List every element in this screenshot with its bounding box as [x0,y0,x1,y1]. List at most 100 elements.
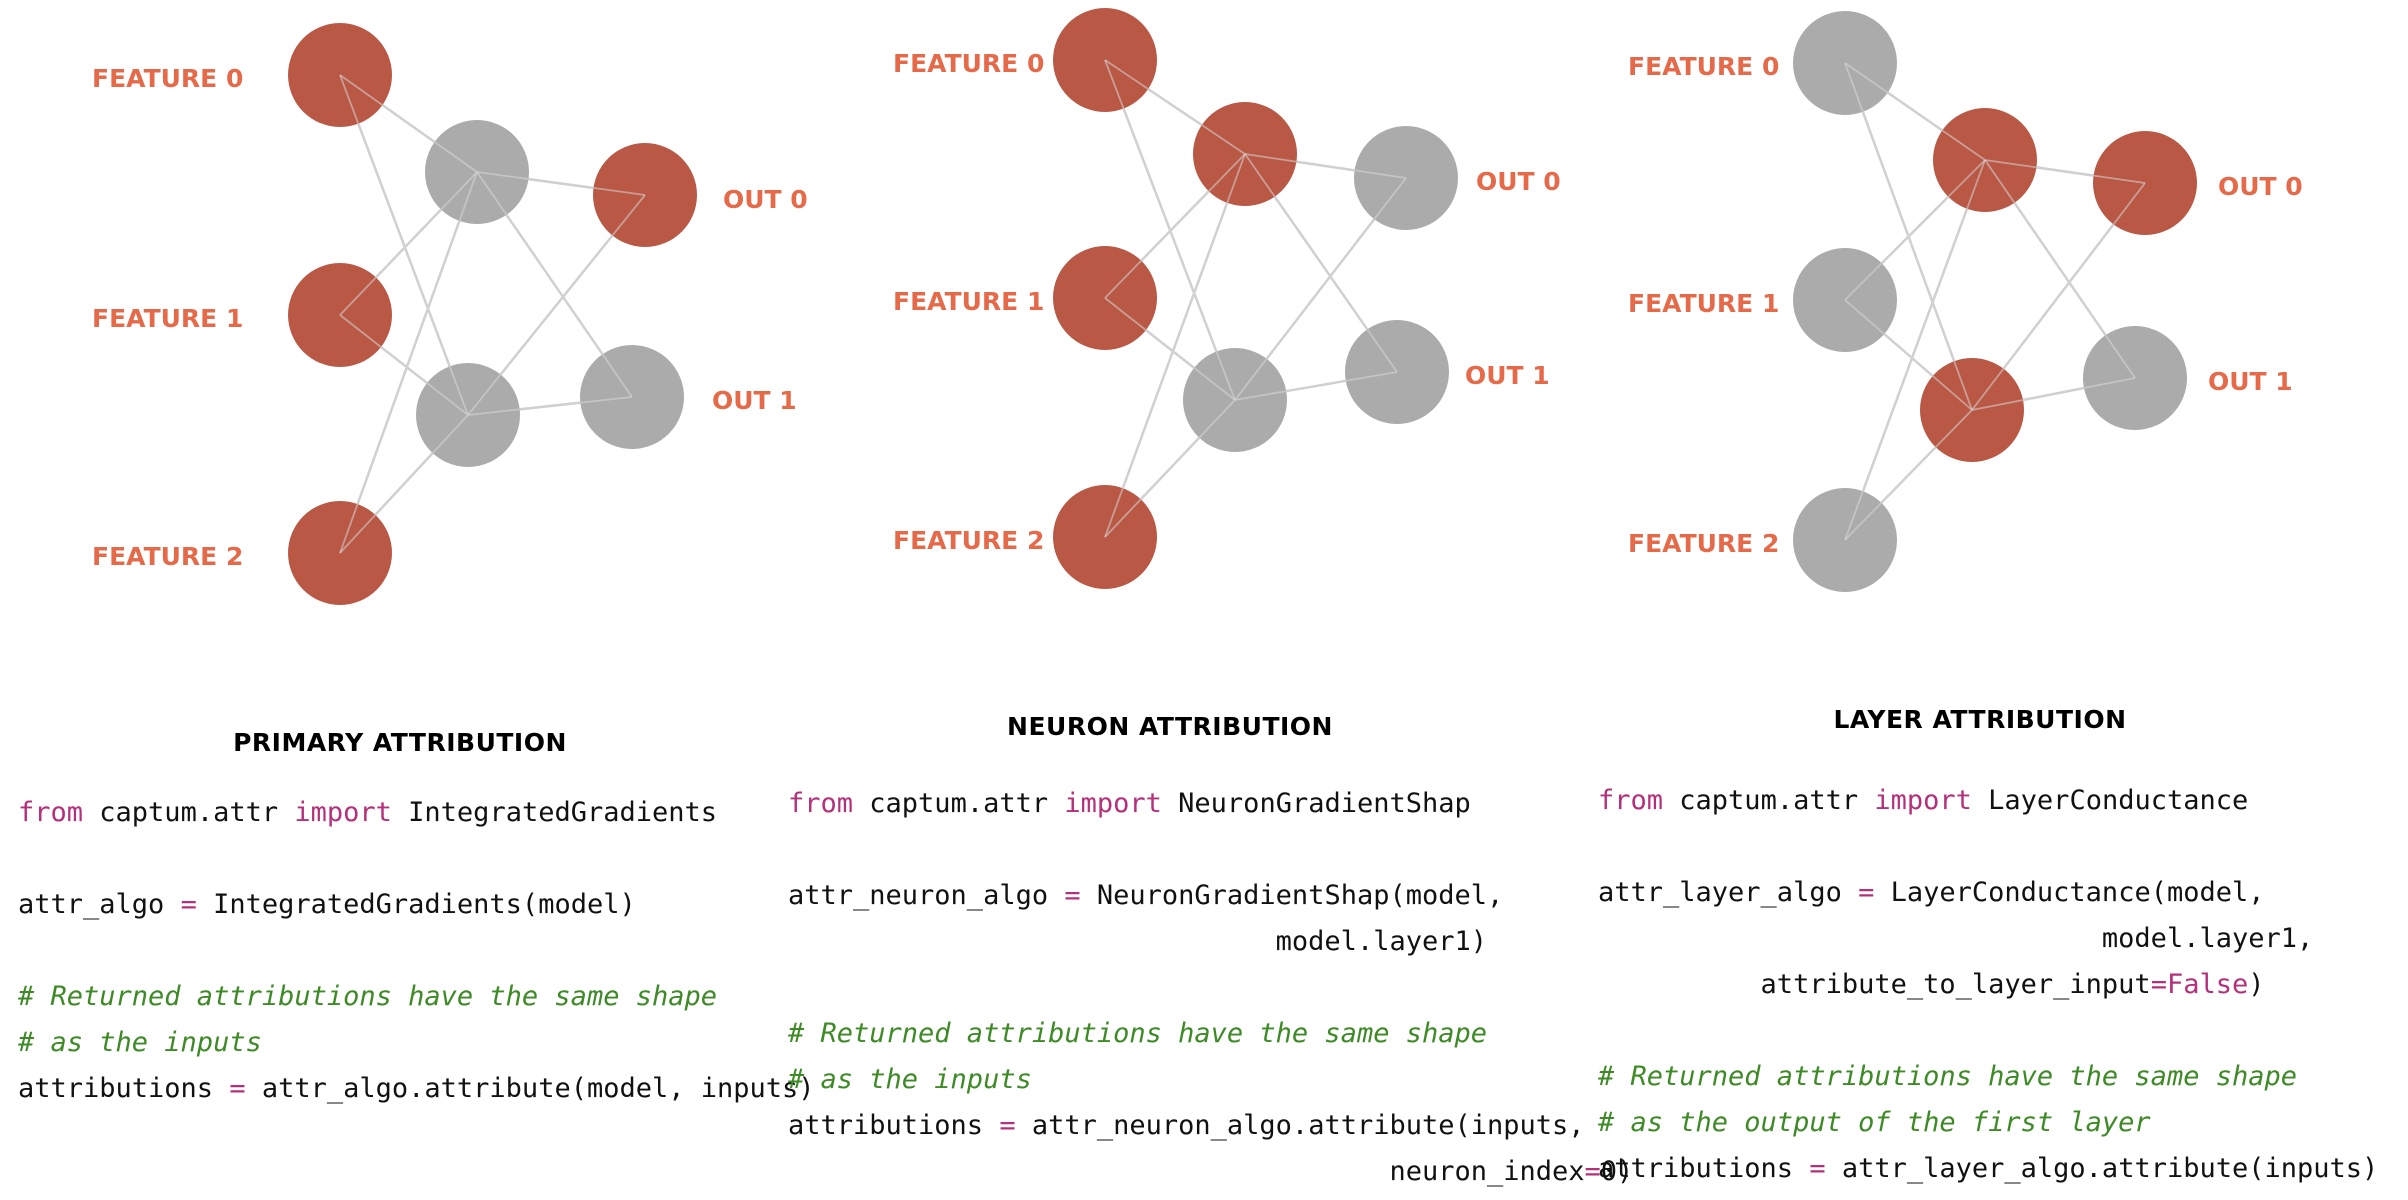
code-keyword: = [1858,877,1875,908]
network-edge-overlay [1971,182,2146,411]
code-token: captum.attr [1663,785,1875,816]
network-edge-overlay [1104,153,1246,538]
network-edge-overlay [1844,409,1973,541]
network-diagram: FEATURE 0 FEATURE 1 FEATURE 2 OUT 0 OUT 1 [893,8,1561,589]
code-comment: # as the inputs [788,1064,1032,1095]
code-token: model.layer1) [788,926,1487,957]
out-0-label: OUT 0 [1476,167,1561,196]
code-token: attr_neuron_algo [788,880,1065,911]
code-comment: # Returned attributions have the same sh… [18,981,717,1012]
primary-attribution-panel: FEATURE 0 FEATURE 1 FEATURE 2 OUT 0 OUT 1 PR… [0,0,815,1200]
code-keyword: from [1598,785,1664,816]
code-token: attr_algo [18,889,181,920]
out-1-label: OUT 1 [712,386,797,415]
feature-1-label: FEATURE 1 [92,304,243,333]
code-snippet: from captum.attr import LayerConductance… [1598,778,2378,1192]
network-edge-overlay [339,414,469,554]
code-keyword: = [1064,880,1081,911]
network-edge-overlay [476,171,646,196]
network-edge-overlay [1244,153,1407,179]
code-keyword: = [2150,969,2167,1000]
network-edge-overlay [1234,371,1398,401]
code-keyword: = [1584,1156,1601,1187]
network-edge-overlay [339,74,469,416]
network-edge-overlay [1844,159,1986,541]
code-token: captum.attr [83,797,295,828]
network-edge-overlay [467,194,646,416]
feature-0-label: FEATURE 0 [893,49,1044,78]
panel-title: LAYER ATTRIBUTION [1833,705,2127,734]
code-keyword: import [294,797,392,828]
code-token: NeuronGradientShap [1161,788,1471,819]
network-edge-overlay [1984,159,2146,184]
code-token: captum.attr [853,788,1065,819]
network-edge-overlay [1244,153,1398,373]
feature-1-label: FEATURE 1 [893,287,1044,316]
network-edge-overlay [1104,153,1246,299]
code-keyword: False [2166,969,2249,1000]
code-comment: # Returned attributions have the same sh… [1598,1061,2297,1092]
feature-2-label: FEATURE 2 [92,542,243,571]
code-snippet: from captum.attr import NeuronGradientSh… [788,781,1633,1195]
network-edge-overlay [467,396,633,416]
feature-2-label: FEATURE 2 [893,526,1044,555]
code-keyword: = [180,889,197,920]
code-keyword: = [229,1073,246,1104]
network-edge-overlay [339,171,478,554]
network-edge-overlay [1971,377,2136,411]
out-0-label: OUT 0 [2218,172,2303,201]
feature-0-label: FEATURE 0 [92,64,243,93]
code-token: LayerConductance [1971,785,2249,816]
network-edge-overlay [1984,159,2136,379]
code-keyword: = [999,1110,1016,1141]
code-token: model.layer1, [1598,923,2314,954]
network-edge-overlay [339,74,478,173]
panel-title: NEURON ATTRIBUTION [1007,712,1333,741]
code-token: 0) [1600,1156,1634,1187]
code-token: attributions [1598,1153,1810,1184]
network-edge-overlay [1844,299,1973,411]
code-token: ) [2248,969,2265,1000]
code-token: attr_layer_algo.attribute(inputs) [1825,1153,2379,1184]
code-token: NeuronGradientShap(model, [1080,880,1504,911]
network-edge-overlay [1104,59,1246,155]
panel-title: PRIMARY ATTRIBUTION [233,728,567,757]
network-edge-overlay [1844,62,1986,161]
code-token: LayerConductance(model, [1874,877,2265,908]
code-snippet: from captum.attr import IntegratedGradie… [18,790,815,1112]
code-keyword: from [18,797,84,828]
network-edge-overlay [339,171,478,316]
out-0-label: OUT 0 [723,185,808,214]
code-keyword: import [1874,785,1972,816]
code-token: neuron_index [788,1156,1585,1187]
code-keyword: from [788,788,854,819]
network-edge-overlay [1104,399,1236,538]
code-token: attr_algo.attribute(model, inputs) [245,1073,815,1104]
neuron-attribution-panel: FEATURE 0 FEATURE 1 FEATURE 2 OUT 0 OUT 1 NE… [770,0,1633,1200]
network-edge-overlay [1844,159,1986,301]
network-edge-overlay [1104,297,1236,401]
code-comment: # as the inputs [18,1027,262,1058]
network-edge-overlay [476,171,633,398]
code-comment: # Returned attributions have the same sh… [788,1018,1487,1049]
code-keyword: = [1809,1153,1826,1184]
code-keyword: import [1064,788,1162,819]
out-1-label: OUT 1 [2208,367,2293,396]
network-edge-overlay [1234,177,1407,401]
code-token: attributions [788,1110,1000,1141]
code-token: attributions [18,1073,230,1104]
code-token: IntegratedGradients(model) [196,889,636,920]
code-token: attr_layer_algo [1598,877,1859,908]
network-diagram: FEATURE 0 FEATURE 1 FEATURE 2 OUT 0 OUT 1 [92,23,808,605]
out-1-label: OUT 1 [1465,361,1550,390]
layer-attribution-panel: FEATURE 0 FEATURE 1 FEATURE 2 OUT 0 OUT 1 LA… [1580,0,2380,1200]
code-token: attr_neuron_algo.attribute(inputs, [1015,1110,1585,1141]
feature-1-label: FEATURE 1 [1628,289,1779,318]
feature-0-label: FEATURE 0 [1628,52,1779,81]
network-edge-overlay [339,314,469,416]
code-token: IntegratedGradients [391,797,718,828]
code-comment: # as the output of the first layer [1598,1107,2151,1138]
feature-2-label: FEATURE 2 [1628,529,1779,558]
network-diagram: FEATURE 0 FEATURE 1 FEATURE 2 OUT 0 OUT 1 [1628,11,2303,592]
code-token: attribute_to_layer_input [1598,969,2151,1000]
